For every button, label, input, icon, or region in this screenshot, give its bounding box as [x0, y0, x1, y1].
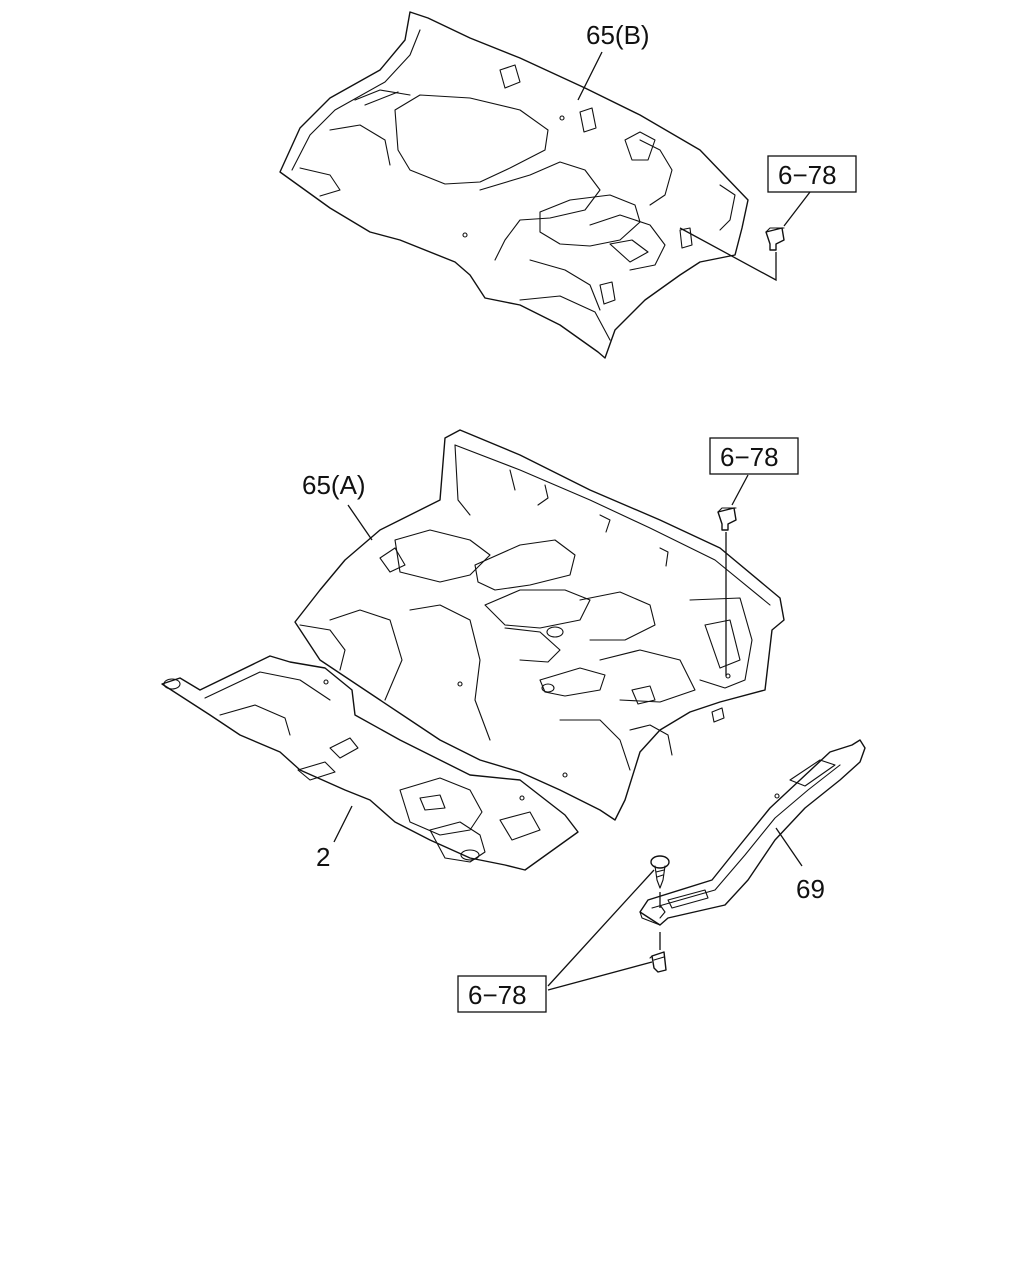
- label-65b: 65(B): [586, 20, 650, 50]
- label-65a: 65(A): [302, 470, 366, 500]
- push-clip-bottom[interactable]: [649, 951, 667, 973]
- ref-box-top: [767, 155, 857, 193]
- label-69: 69: [796, 874, 825, 904]
- ref-bottom[interactable]: 6−78: [468, 980, 527, 1010]
- screw-clip[interactable]: [650, 855, 670, 889]
- front-floor-carpet[interactable]: [294, 429, 785, 821]
- sill-plate[interactable]: [639, 739, 866, 926]
- rear-floor-carpet[interactable]: [279, 11, 749, 359]
- ref-box-middle: [709, 437, 799, 475]
- label-2: 2: [316, 842, 330, 872]
- ref-middle[interactable]: 6−78: [720, 442, 779, 472]
- clip-middle[interactable]: [717, 507, 737, 531]
- clip-top[interactable]: [765, 227, 785, 251]
- ref-top[interactable]: 6−78: [778, 160, 837, 190]
- floor-insulator[interactable]: [161, 655, 579, 871]
- ref-box-bottom: [457, 975, 547, 1013]
